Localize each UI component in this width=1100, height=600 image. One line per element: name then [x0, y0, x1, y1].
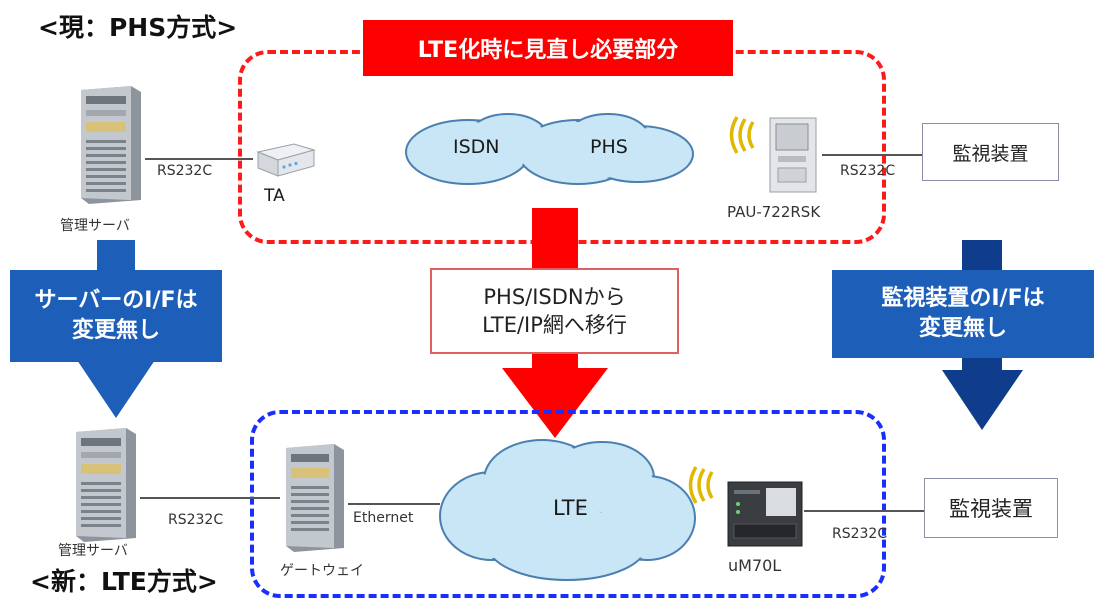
top-device-label: PAU-722RSK	[727, 203, 821, 221]
top-ta-label: TA	[264, 186, 285, 206]
current-method-title: <現：PHS方式>	[38, 13, 238, 42]
lte-router-icon	[726, 480, 804, 548]
server-icon	[70, 424, 140, 542]
bottom-right-cable	[804, 510, 924, 512]
top-rs232c-right: RS232C	[840, 163, 896, 179]
ethernet-label: Ethernet	[353, 510, 414, 526]
bottom-server-label: 管理サーバ	[58, 543, 128, 559]
bottom-rs232c-right: RS232C	[832, 526, 888, 542]
ta-modem-icon	[254, 138, 316, 180]
gateway-label: ゲートウェイ	[280, 563, 364, 579]
lte-label: LTE	[553, 496, 588, 520]
top-left-cable	[145, 158, 253, 160]
migration-line1: PHS/ISDNから	[483, 284, 626, 309]
lte-area-frame	[250, 410, 886, 598]
server-if-note: サーバーのI/Fは 変更無し	[10, 270, 222, 362]
ethernet-cable	[348, 503, 440, 505]
server-note-line2: 変更無し	[71, 318, 160, 343]
isdn-label: ISDN	[453, 136, 500, 158]
phs-label: PHS	[590, 136, 628, 158]
review-banner: LTE化時に見直し必要部分	[363, 20, 733, 76]
new-method-title: <新：LTE方式>	[30, 567, 218, 596]
migration-note: PHS/ISDNから LTE/IP網へ移行	[430, 268, 679, 354]
top-rs232c-left: RS232C	[157, 163, 213, 179]
bottom-left-cable	[140, 497, 280, 499]
phs-terminal-icon	[766, 116, 821, 196]
monitor-if-note: 監視装置のI/Fは 変更無し	[832, 270, 1094, 358]
signal-icon	[727, 116, 761, 154]
bottom-device-label: uM70L	[728, 556, 782, 575]
server-note-line1: サーバーのI/Fは	[34, 288, 198, 314]
gateway-icon	[280, 440, 348, 552]
top-right-cable	[822, 154, 922, 156]
isdn-phs-cloud	[398, 108, 703, 190]
server-icon	[75, 82, 145, 204]
bottom-monitor-box: 監視装置	[924, 478, 1058, 538]
signal-icon	[686, 466, 720, 504]
lte-cloud	[432, 432, 702, 584]
monitor-note-line1: 監視装置のI/Fは	[881, 286, 1045, 312]
monitor-note-line2: 変更無し	[918, 316, 1007, 341]
top-server-label: 管理サーバ	[60, 218, 130, 234]
migration-line2: LTE/IP網へ移行	[482, 313, 627, 337]
top-monitor-box: 監視装置	[922, 123, 1059, 181]
bottom-rs232c-left: RS232C	[168, 512, 224, 528]
